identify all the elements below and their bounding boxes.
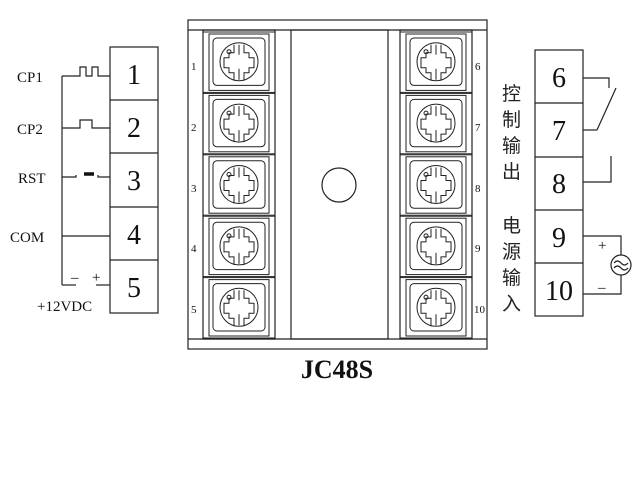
left-terminal-block: 1 2 3 4 5	[109, 46, 159, 314]
cp1-pulse-icon	[62, 66, 110, 77]
cjk-char: 电	[502, 215, 521, 237]
power-input-label: 电 源 输 入	[502, 215, 521, 315]
device-terminal-9: 9	[475, 243, 481, 255]
supply-minus: –	[70, 270, 79, 286]
device-body: 1 2 3 4 5 6 7 8 9 10	[187, 19, 488, 350]
terminal-screw-icon	[399, 277, 473, 339]
terminal-screw-icon	[202, 31, 276, 93]
cjk-char: 入	[502, 293, 521, 315]
terminal-screw-icon	[202, 215, 276, 278]
terminal-5-number: 5	[127, 273, 141, 304]
terminal-10-number: 10	[545, 276, 573, 307]
supply-label: +12VDC	[37, 299, 92, 315]
rst-label: RST	[18, 171, 46, 187]
device-terminal-3: 3	[191, 183, 197, 195]
terminal-8-number: 8	[552, 169, 566, 200]
device-terminal-6: 6	[475, 61, 481, 73]
cjk-char: 出	[502, 161, 521, 183]
control-output-label: 控 制 输 出	[502, 83, 521, 183]
center-hole	[321, 167, 357, 203]
cjk-char: 源	[502, 241, 521, 263]
terminal-7-number: 7	[552, 116, 566, 147]
terminal-screw-icon	[399, 31, 473, 93]
left-wiring: CP1 CP2 RST COM – + +12VDC	[10, 66, 110, 315]
relay-contact-icon	[583, 77, 617, 131]
cjk-char: 输	[502, 135, 521, 157]
cjk-char: 输	[502, 267, 521, 289]
terminal-6-number: 6	[552, 63, 566, 94]
reset-button-icon	[62, 172, 110, 178]
terminal-3-number: 3	[127, 166, 141, 197]
device-terminal-1: 1	[191, 61, 197, 73]
ac-plus: +	[598, 238, 606, 254]
right-wiring: + –	[583, 77, 632, 296]
device-terminal-5: 5	[191, 304, 197, 316]
cjk-char: 制	[502, 109, 521, 131]
terminal-screw-icon	[202, 92, 276, 155]
cp2-pulse-icon	[62, 119, 110, 129]
terminal-screw-icon	[202, 277, 276, 339]
terminal-1-number: 1	[127, 60, 141, 91]
cp2-label: CP2	[17, 122, 43, 138]
device-terminal-8: 8	[475, 183, 481, 195]
supply-plus: +	[92, 270, 100, 286]
ac-source-icon	[610, 254, 632, 276]
right-terminal-block: 6 7 8 9 10	[534, 49, 584, 317]
device-terminal-2: 2	[191, 122, 197, 134]
terminal-2-number: 2	[127, 113, 141, 144]
ac-minus: –	[597, 280, 606, 296]
terminal-screw-icon	[202, 154, 276, 216]
com-label: COM	[10, 230, 44, 246]
terminal-screw-icon	[399, 92, 473, 155]
terminal-screw-icon	[399, 215, 473, 278]
terminal-4-number: 4	[127, 220, 141, 251]
device-terminal-7: 7	[475, 122, 481, 134]
cp1-label: CP1	[17, 70, 43, 86]
terminal-9-number: 9	[552, 223, 566, 254]
model-title: JC48S	[301, 355, 373, 384]
cjk-char: 控	[502, 83, 521, 105]
device-terminal-10: 10	[474, 304, 486, 316]
device-terminal-4: 4	[191, 243, 197, 255]
terminal-screw-icon	[399, 154, 473, 216]
